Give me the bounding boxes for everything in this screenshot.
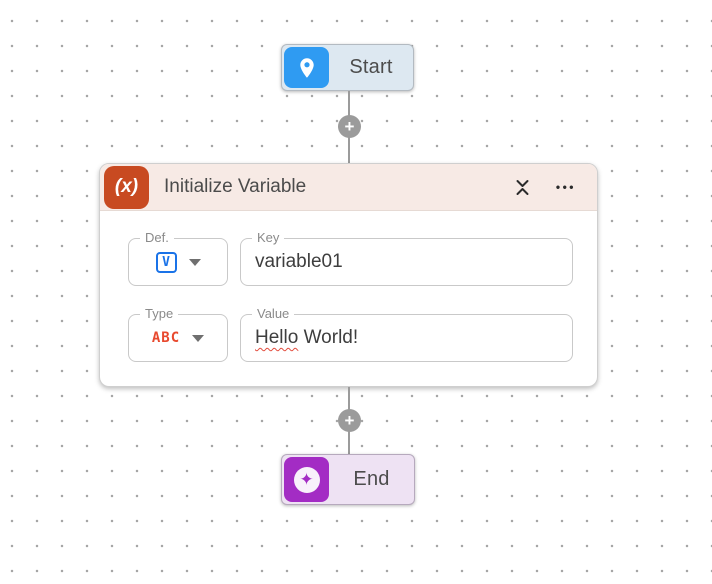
key-input[interactable]: Key variable01 xyxy=(240,230,573,286)
def-select[interactable]: Def. V xyxy=(128,230,228,286)
initialize-variable-node[interactable]: (x) Initialize Variable ••• Def. V xyxy=(99,163,598,387)
end-node-label: End xyxy=(353,468,390,490)
value-input[interactable]: Value Hello World! xyxy=(240,306,573,362)
chevron-down-icon xyxy=(192,334,205,342)
map-pin-icon xyxy=(284,47,329,88)
more-options-icon[interactable]: ••• xyxy=(555,180,576,194)
card-header[interactable]: (x) Initialize Variable ••• xyxy=(100,164,597,211)
end-node[interactable]: ✦ End xyxy=(281,454,415,505)
sparkle-icon: ✦ xyxy=(284,457,329,502)
key-label: Key xyxy=(252,230,285,247)
key-value: variable01 xyxy=(255,251,343,272)
type-label: Type xyxy=(140,306,179,323)
value-label: Value xyxy=(252,306,295,323)
string-type-icon: ABC xyxy=(151,330,181,346)
chevron-down-icon xyxy=(188,258,201,266)
start-node[interactable]: Start xyxy=(281,44,414,91)
value-rest: World! xyxy=(298,327,359,348)
type-select[interactable]: Type ABC xyxy=(128,306,228,362)
misspelled-word: Hello xyxy=(255,327,299,348)
value-text: Hello World! xyxy=(255,327,358,349)
collapse-icon[interactable] xyxy=(512,177,533,198)
start-node-label: Start xyxy=(349,56,393,78)
add-step-button-bottom[interactable]: + xyxy=(338,409,361,432)
def-label: Def. xyxy=(140,230,174,247)
card-title: Initialize Variable xyxy=(164,176,307,197)
add-step-button-top[interactable]: + xyxy=(338,115,361,138)
function-x-icon: (x) xyxy=(104,165,149,209)
variable-type-icon: V xyxy=(155,251,177,273)
